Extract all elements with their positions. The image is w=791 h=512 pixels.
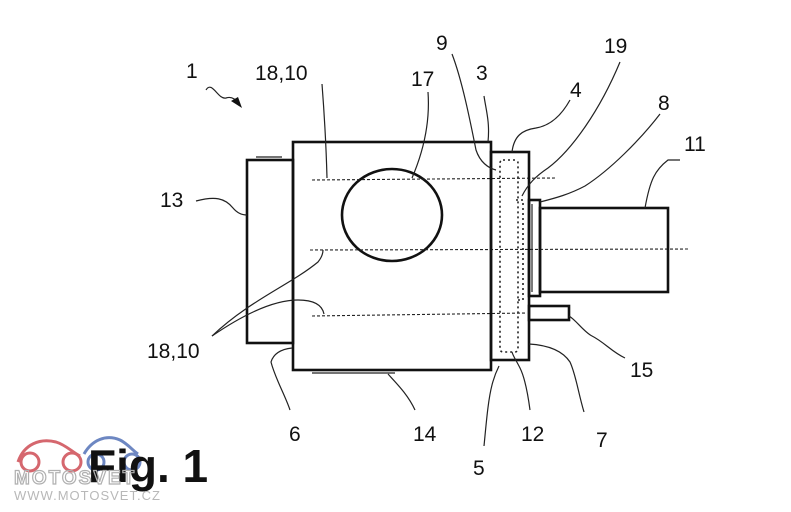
leader-8 (539, 113, 661, 203)
channel-bottom (311, 312, 528, 317)
ref-11: 11 (684, 133, 706, 156)
leader-6 (270, 347, 293, 411)
leader-13 (195, 197, 248, 216)
figure-caption: Fig. 1 (88, 440, 208, 492)
ref-1: 1 (186, 60, 198, 83)
ref-12: 12 (521, 423, 544, 446)
ref-15: 15 (630, 359, 653, 382)
channel-middle (309, 248, 689, 251)
part-17-opening (340, 167, 444, 263)
leader-3 (483, 95, 490, 143)
leader-12 (511, 351, 531, 411)
ref-3: 3 (476, 62, 488, 85)
part-4-plate (489, 150, 531, 362)
leader-18-10-bottom-a (211, 249, 324, 337)
ref-5: 5 (473, 457, 485, 480)
leader-18-10-top (321, 83, 328, 179)
ref-17: 17 (411, 68, 434, 91)
leader-9 (451, 53, 497, 171)
ref-7: 7 (596, 429, 608, 452)
leader-11 (644, 159, 680, 209)
ref-6: 6 (289, 423, 301, 446)
leader-17 (411, 91, 429, 179)
watermark-logo (16, 436, 142, 473)
ref-4: 4 (570, 79, 582, 102)
part-8-ring (527, 198, 542, 298)
watermark-brand: MOTOSVET (14, 468, 136, 489)
watermark-url: WWW.MOTOSVET.CZ (14, 488, 161, 503)
part-13-flange (245, 158, 295, 345)
leader-19 (521, 61, 621, 197)
leader-4 (511, 99, 571, 153)
ref-8: 8 (658, 92, 670, 115)
part-19-dotted-element (516, 199, 524, 301)
part-15-pin (527, 304, 571, 322)
ref-18-10-top: 18,10 (255, 62, 308, 85)
ref-13: 13 (160, 189, 183, 212)
ref-19: 19 (604, 35, 627, 58)
leader-14 (387, 373, 416, 411)
main-housing (291, 140, 493, 372)
ref-9: 9 (436, 32, 448, 55)
channel-top (311, 177, 556, 181)
watermark-bike-red (16, 439, 83, 473)
ref-14: 14 (413, 423, 437, 446)
watermark-bike-blue (82, 436, 142, 472)
leader-5 (483, 365, 500, 447)
leader-18-10-bottom-b (211, 299, 325, 337)
part-11-shaft (538, 206, 670, 294)
leader-15 (568, 315, 626, 359)
leader-1-arrowhead (231, 97, 242, 108)
ref-18-10-bottom: 18,10 (147, 340, 200, 363)
part-12-dotted-element (499, 159, 519, 353)
leader-7 (528, 343, 585, 413)
